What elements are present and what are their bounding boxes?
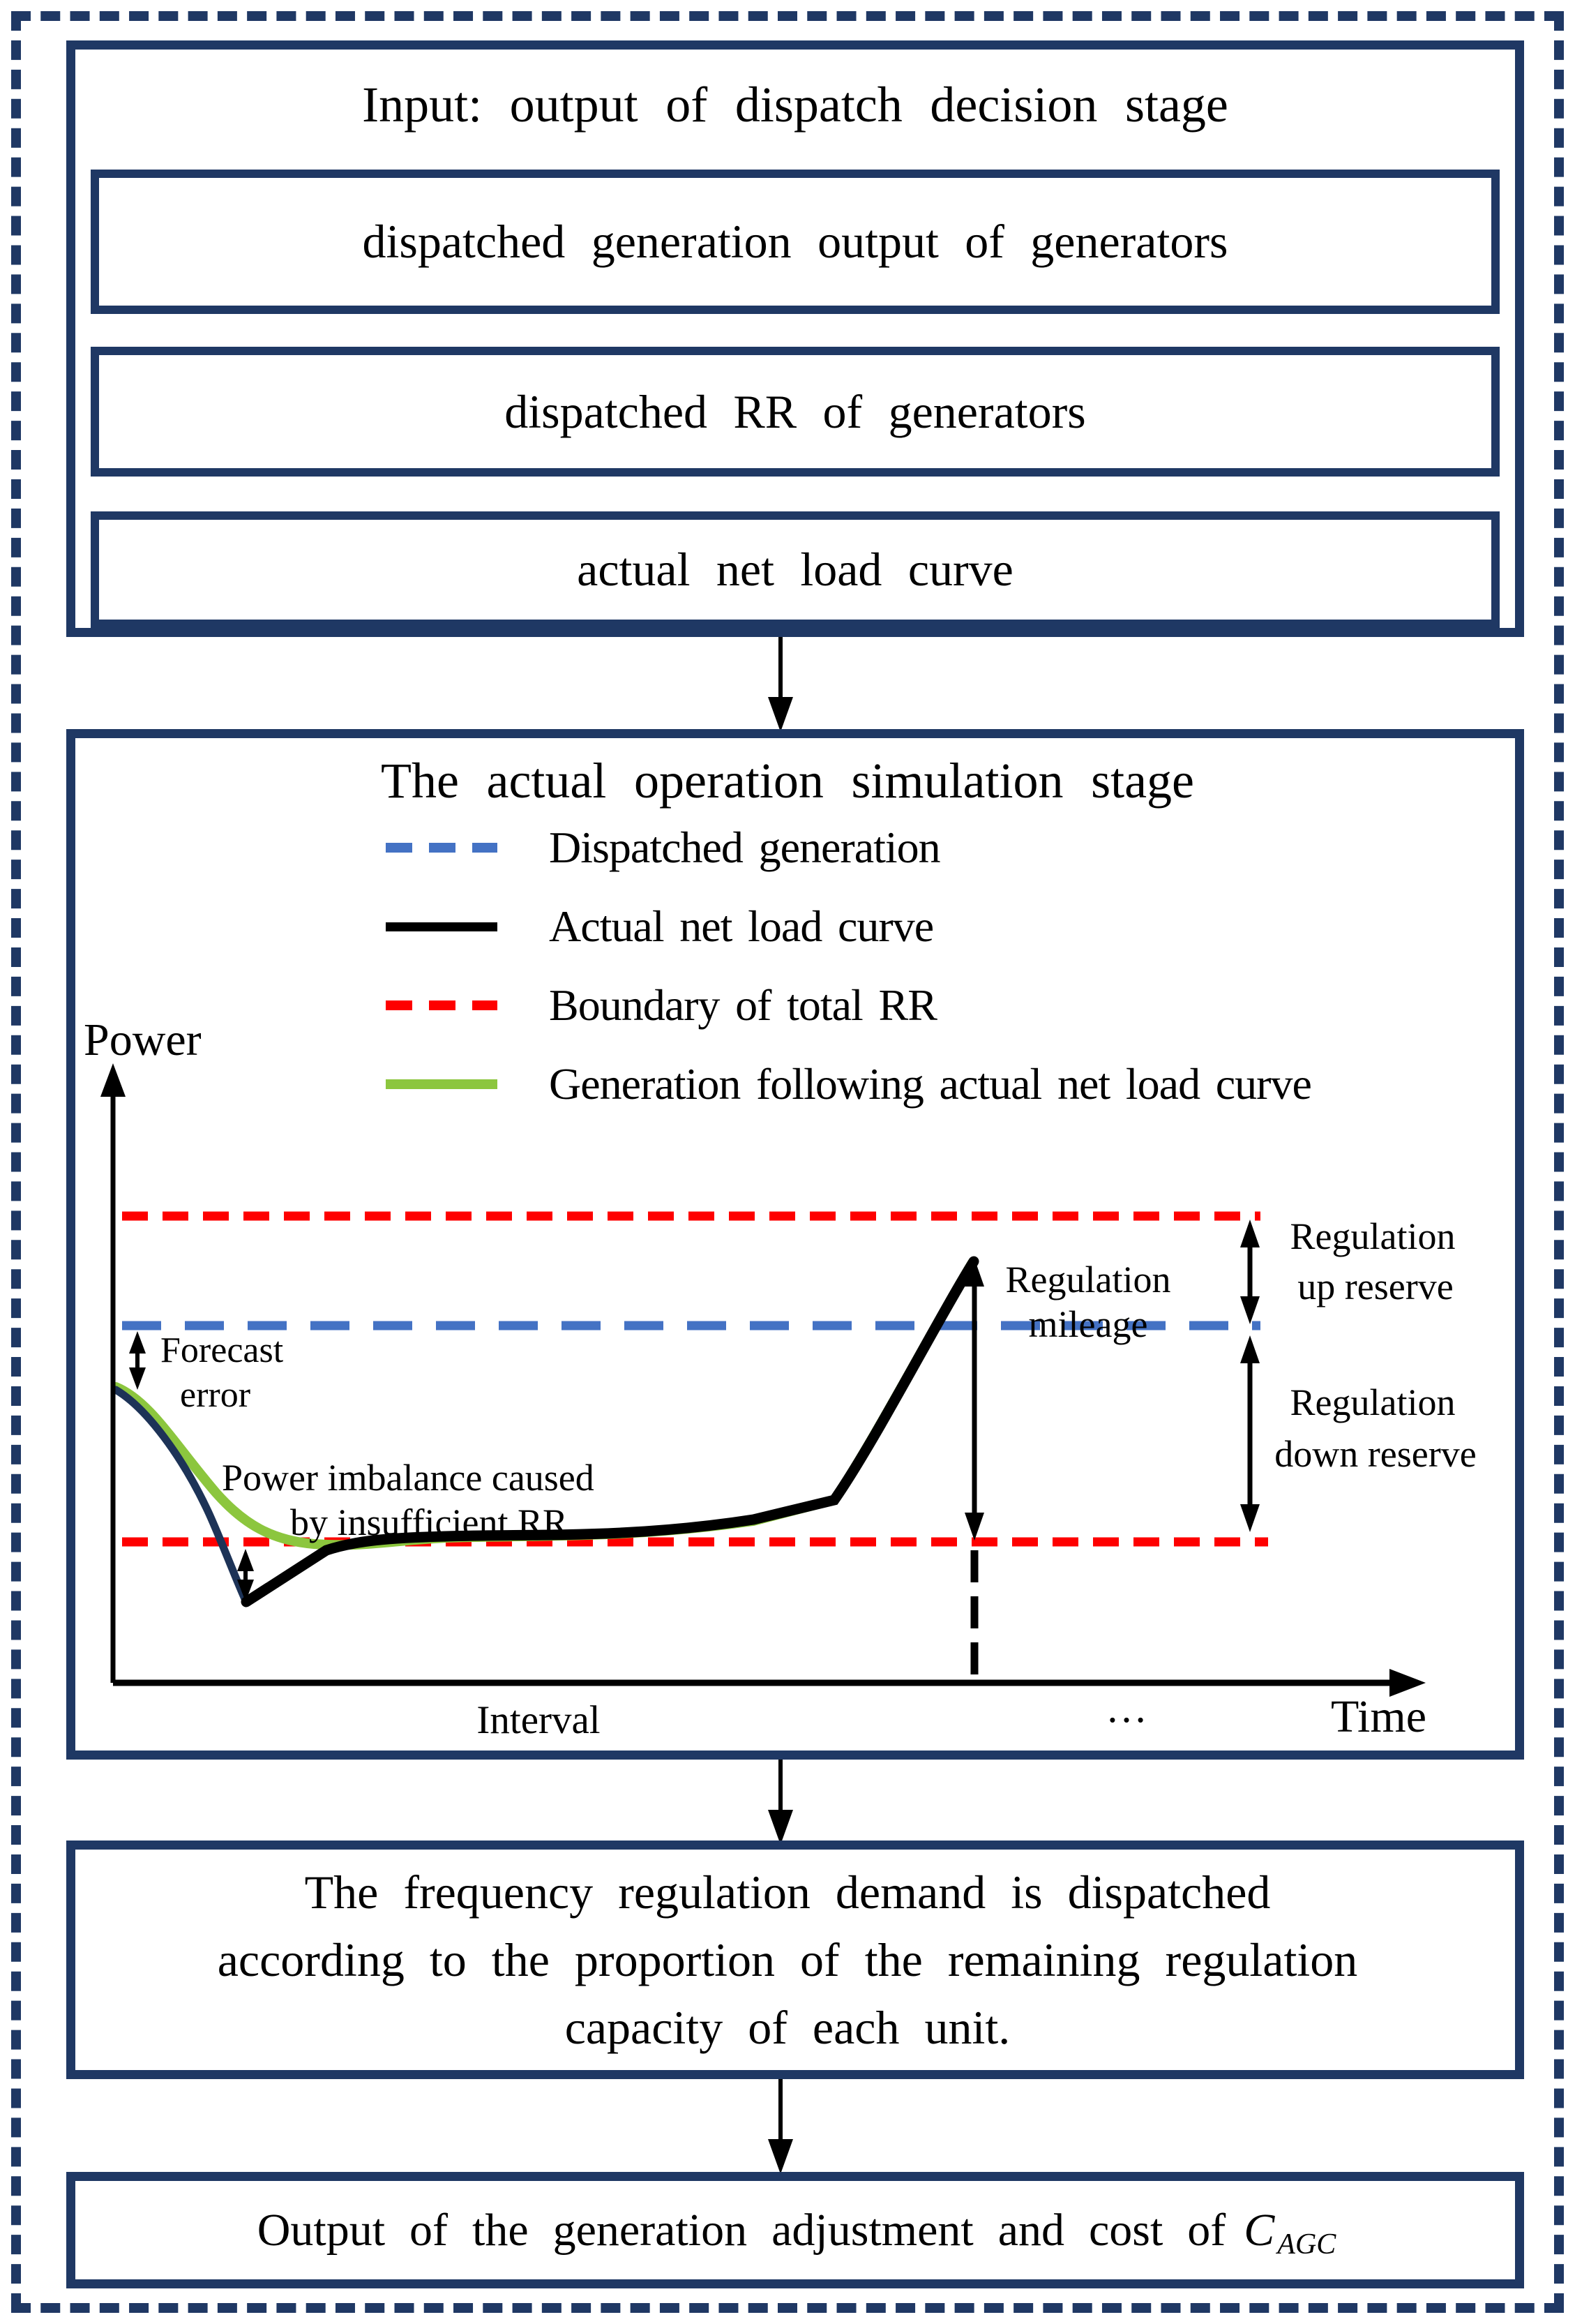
cost-symbol-subscript: AGC xyxy=(1277,2228,1336,2261)
actual-net-load-box: actual net load curve xyxy=(91,511,1500,628)
dispatched-rr-box: dispatched RR of generators xyxy=(91,347,1500,477)
regulation-down-reserve-annotation-line2: down reserve xyxy=(1274,1433,1476,1475)
flow-arrow-2-head xyxy=(768,1810,793,1845)
forecast-error-arrow-down-icon xyxy=(129,1367,146,1390)
power-imbalance-arrow-up-icon xyxy=(237,1549,254,1571)
regulation-up-reserve-annotation-line2: up reserve xyxy=(1297,1266,1453,1307)
regulation-mileage-annotation-line2: mileage xyxy=(1029,1303,1148,1345)
ellipsis-tick-label: … xyxy=(1106,1685,1147,1731)
flow-arrow-3-shaft xyxy=(778,2079,783,2145)
frequency-regulation-line1: The frequency regulation demand is dispa… xyxy=(304,1866,1271,1919)
output-box: Output of the generation adjustment and … xyxy=(66,2172,1524,2288)
forecast-error-annotation-line2: error xyxy=(180,1375,250,1415)
power-imbalance-arrow-down-icon xyxy=(237,1580,254,1602)
regulation-mileage-arrow-up-icon xyxy=(965,1259,984,1287)
input-stage-box: Input: output of dispatch decision stage… xyxy=(66,40,1524,637)
power-axis-label: Power xyxy=(84,1014,202,1065)
regulation-mileage-arrow-down-icon xyxy=(965,1513,984,1540)
dispatched-generation-output-box: dispatched generation output of generato… xyxy=(91,170,1500,314)
simulation-stage-box xyxy=(66,729,1524,1760)
flow-arrow-1 xyxy=(768,637,793,732)
flow-arrow-3 xyxy=(768,2079,793,2174)
regulation-up-reserve-annotation-line1: Regulation xyxy=(1290,1215,1456,1257)
flow-arrow-2-shaft xyxy=(778,1760,783,1815)
actual-net-load-curve xyxy=(241,1256,979,1607)
regulation-down-reserve-annotation-line1: Regulation xyxy=(1290,1381,1456,1423)
forecast-error-annotation-line1: Forecast xyxy=(160,1330,284,1370)
outer-dashed-border xyxy=(11,11,1564,2313)
frequency-regulation-line3: capacity of each unit. xyxy=(564,2001,1011,2054)
flow-arrow-1-shaft xyxy=(778,637,783,703)
net-load-dip-curve xyxy=(112,1386,250,1605)
y-axis-arrow-icon xyxy=(100,1063,126,1097)
legend-rr-boundary-line-icon xyxy=(386,1000,497,1010)
legend-actual-net-load-line-icon xyxy=(386,922,497,931)
regulation-up-reserve-arrow-down-icon xyxy=(1240,1296,1260,1324)
power-imbalance-annotation-line2: by insufficient RR xyxy=(290,1501,568,1543)
x-axis-arrow-icon xyxy=(1389,1669,1426,1697)
legend-generation-following-line-icon xyxy=(386,1079,497,1089)
simulation-chart: Power Time Interval … Forecast error Pow… xyxy=(84,1014,1477,1742)
flow-arrow-2 xyxy=(768,1760,793,1845)
dispatched-generation-output-label: dispatched generation output of generato… xyxy=(362,215,1228,268)
actual-net-load-label: actual net load curve xyxy=(577,543,1013,596)
regulation-up-reserve-arrow-up-icon xyxy=(1240,1220,1260,1247)
flow-arrow-1-head xyxy=(768,697,793,732)
cost-symbol: C xyxy=(1244,2204,1275,2256)
regulation-down-reserve-arrow-up-icon xyxy=(1240,1335,1260,1363)
legend-generation-following-label: Generation following actual net load cur… xyxy=(549,1059,1312,1109)
interval-tick-label: Interval xyxy=(476,1698,600,1742)
frequency-regulation-text: The frequency regulation demand is dispa… xyxy=(0,1859,1575,2062)
legend-dispatched-generation-label: Dispatched generation xyxy=(549,823,941,872)
flow-arrow-3-head xyxy=(768,2139,793,2174)
forecast-error-arrow-up-icon xyxy=(129,1331,146,1354)
frequency-regulation-line2: according to the proportion of the remai… xyxy=(217,1933,1358,1986)
output-box-main-text: Output of the generation adjustment and … xyxy=(257,2204,1226,2256)
simulation-stage-title: The actual operation simulation stage xyxy=(380,753,1195,809)
power-imbalance-annotation-line1: Power imbalance caused xyxy=(222,1457,594,1499)
regulation-down-reserve-arrow-down-icon xyxy=(1240,1504,1260,1532)
frequency-regulation-box xyxy=(66,1841,1524,2079)
dispatched-rr-label: dispatched RR of generators xyxy=(504,384,1086,438)
legend-dispatched-generation-line-icon xyxy=(386,843,497,853)
regulation-mileage-annotation-line1: Regulation xyxy=(1006,1259,1171,1300)
legend-rr-boundary-label: Boundary of total RR xyxy=(549,980,937,1030)
output-box-text: Output of the generation adjustment and … xyxy=(75,2181,1515,2279)
legend-actual-net-load-label: Actual net load curve xyxy=(549,901,934,951)
input-stage-title: Input: output of dispatch decision stage xyxy=(362,77,1228,133)
time-axis-label: Time xyxy=(1331,1691,1426,1742)
